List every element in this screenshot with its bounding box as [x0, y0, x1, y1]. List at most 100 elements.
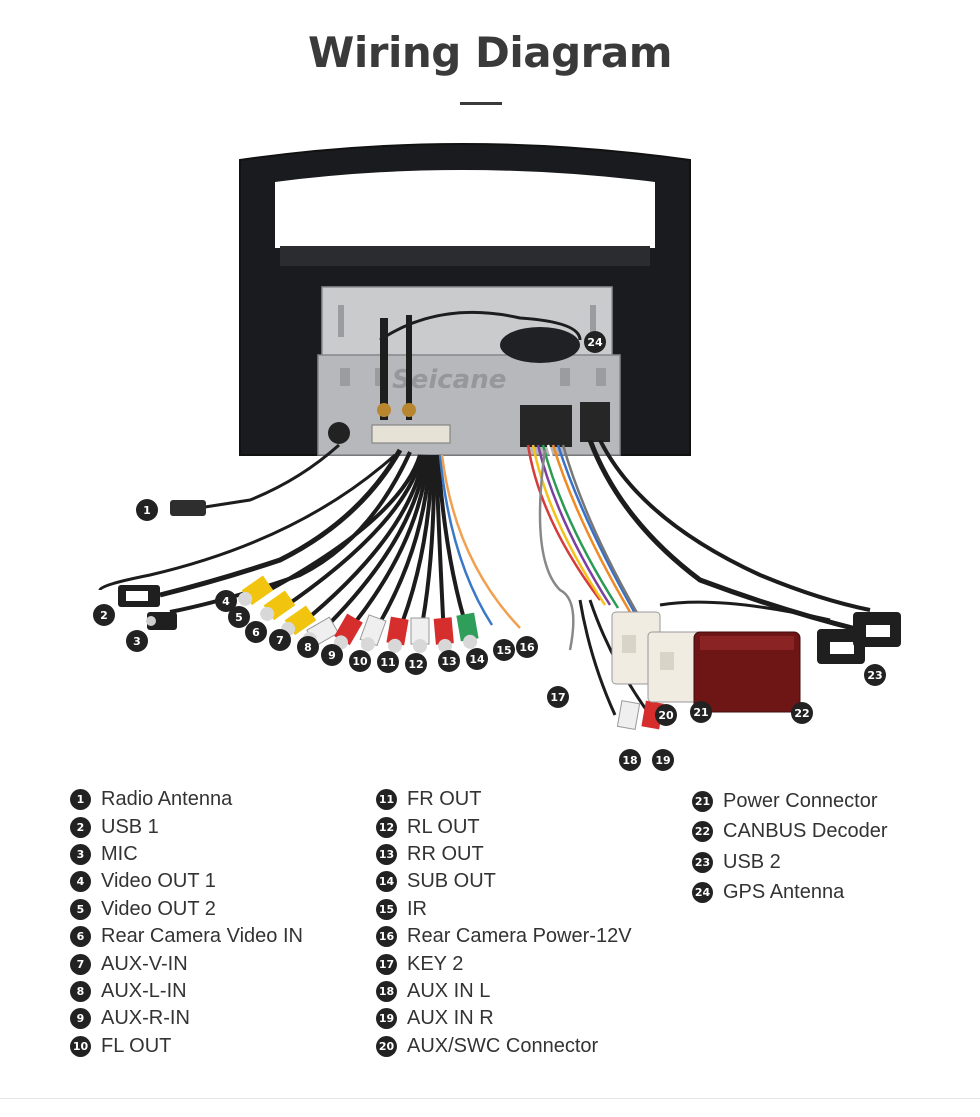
legend-item: 2 USB 1 [70, 813, 303, 840]
legend-label: USB 1 [101, 815, 159, 838]
marker-19: 19 [652, 749, 674, 771]
legend-item: 7 AUX-V-IN [70, 950, 303, 977]
legend-number: 8 [70, 980, 91, 1002]
legend-item: 3 MIC [70, 841, 303, 868]
gps-antenna-puck [500, 327, 580, 363]
marker-20: 20 [655, 704, 677, 726]
legend-label: AUX-R-IN [101, 1007, 190, 1030]
marker-3: 3 [126, 630, 148, 652]
legend-item: 13 RR OUT [376, 841, 632, 868]
title-underline [460, 102, 502, 105]
legend-label: AUX-V-IN [101, 952, 188, 975]
bezel-opening [275, 170, 655, 248]
legend-number: 14 [376, 871, 397, 893]
marker-21: 21 [690, 701, 712, 723]
legend-number: 21 [692, 790, 713, 812]
legend-number: 2 [70, 816, 91, 838]
legend-number: 13 [376, 843, 397, 865]
marker-14: 14 [466, 648, 488, 670]
legend-label: Video OUT 2 [101, 897, 216, 920]
marker-18: 18 [619, 749, 641, 771]
bezel-shelf [280, 246, 650, 266]
marker-24: 24 [584, 331, 606, 353]
marker-8: 8 [297, 636, 319, 658]
legend-number: 22 [692, 821, 713, 843]
rca-cables [259, 454, 521, 638]
legend-label: GPS Antenna [723, 881, 845, 904]
marker-4: 4 [215, 590, 237, 612]
legend-item: 1 Radio Antenna [70, 786, 303, 813]
legend-number: 19 [376, 1008, 397, 1030]
legend-label: AUX-L-IN [101, 979, 187, 1002]
legend-label: FL OUT [101, 1034, 172, 1057]
legend-item: 14 SUB OUT [376, 868, 632, 895]
marker-13: 13 [438, 650, 460, 672]
gps-cable [379, 310, 582, 342]
marker-2: 2 [93, 604, 115, 626]
canbus-socket [580, 402, 610, 442]
legend-label: Radio Antenna [101, 788, 233, 811]
legend-label: Rear Camera Power-12V [407, 925, 632, 948]
marker-16: 16 [516, 636, 538, 658]
legend-label: CANBUS Decoder [723, 820, 888, 843]
legend-number: 5 [70, 898, 91, 920]
radio-antenna-socket [328, 422, 350, 444]
legend-number: 4 [70, 871, 91, 893]
radio-antenna-cable [204, 443, 341, 509]
legend-label: FR OUT [407, 788, 482, 811]
marker-9: 9 [321, 644, 343, 666]
legend-number: 20 [376, 1035, 397, 1057]
legend-label: AUX IN R [407, 1007, 494, 1030]
mic-cable [169, 451, 412, 614]
legend-number: 17 [376, 953, 397, 975]
canbus-decoder [693, 631, 801, 713]
legend-label: SUB OUT [407, 870, 496, 893]
legend-item: 4 Video OUT 1 [70, 868, 303, 895]
legend-number: 12 [376, 816, 397, 838]
marker-1: 1 [136, 499, 158, 521]
radio-antenna-plug [170, 500, 206, 516]
marker-12: 12 [405, 653, 427, 675]
legend-label: USB 2 [723, 850, 781, 873]
rca-harness-socket [371, 424, 451, 444]
legend-item: 8 AUX-L-IN [70, 978, 303, 1005]
legend-label: Video OUT 1 [101, 870, 216, 893]
legend-label: AUX/SWC Connector [407, 1034, 599, 1057]
legend-label: RR OUT [407, 842, 484, 865]
aux-cable [578, 599, 617, 716]
legend-label: RL OUT [407, 815, 480, 838]
wiring-illustration: Seicane [98, 143, 901, 730]
marker-7: 7 [269, 629, 291, 651]
legend-item: 24 GPS Antenna [692, 878, 888, 909]
antenna-mast-left [380, 318, 388, 420]
antenna-mast-right [406, 315, 412, 420]
legend-item: 19 AUX IN R [376, 1005, 632, 1032]
legend-number: 23 [692, 851, 713, 873]
legend-number: 7 [70, 953, 91, 975]
wiring-diagram: Seicane [93, 143, 901, 771]
legend-number: 3 [70, 843, 91, 865]
legend-item: 5 Video OUT 2 [70, 896, 303, 923]
marker-23: 23 [864, 664, 886, 686]
usb1-cable [159, 448, 403, 598]
legend-number: 24 [692, 882, 713, 904]
loop-cable [98, 453, 396, 591]
legend-label: MIC [101, 842, 138, 865]
legend-item: 11 FR OUT [376, 786, 632, 813]
marker-15: 15 [493, 639, 515, 661]
legend-number: 11 [376, 789, 397, 811]
legend-label: IR [407, 897, 427, 920]
mic-plug [147, 612, 177, 630]
marker-10: 10 [349, 650, 371, 672]
legend-number: 1 [70, 789, 91, 811]
